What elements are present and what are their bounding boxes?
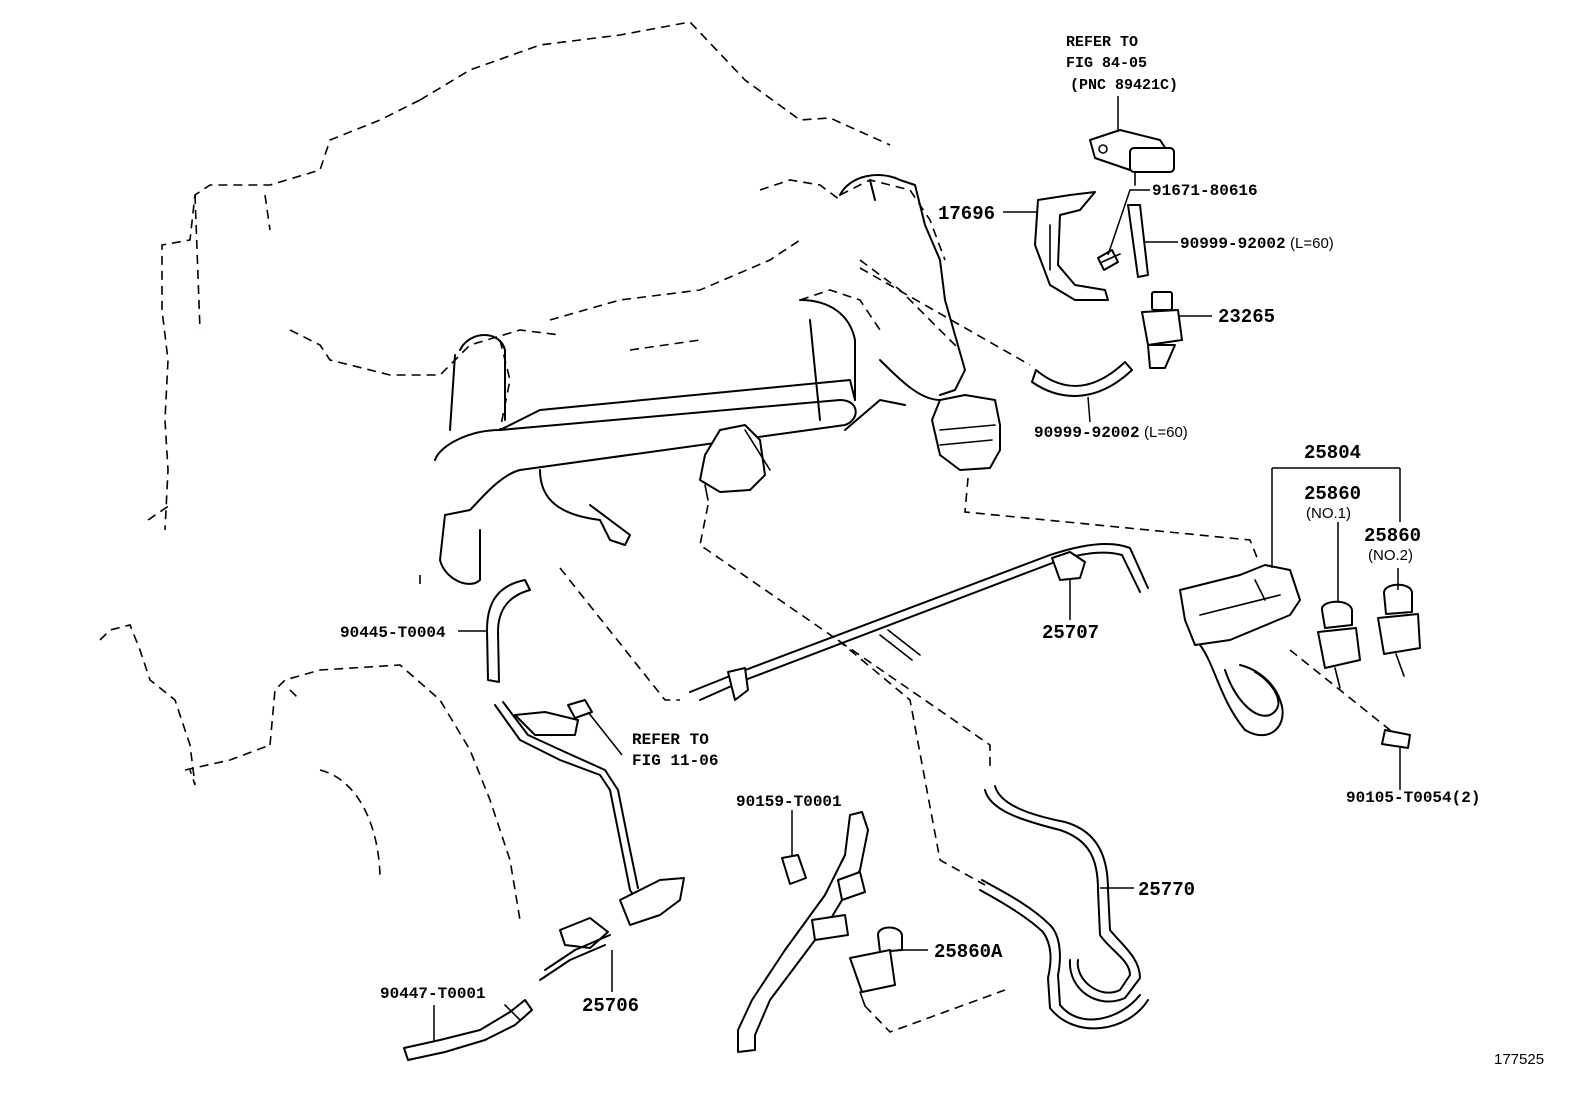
label-refer-fig84-line3: (PNC 89421C) xyxy=(1070,77,1178,94)
label-90999-92002-mid: 90999-92002 xyxy=(1034,424,1140,442)
label-90999-top-length: (L=60) xyxy=(1290,235,1334,252)
vsv-23265 xyxy=(1141,291,1183,369)
hose-90445 xyxy=(486,579,531,683)
label-25860a: 25860A xyxy=(934,941,1003,963)
bracket-25860a-mount xyxy=(737,811,869,1053)
label-refer-fig11-line1: REFER TO xyxy=(632,731,709,749)
egr-actuator-right xyxy=(931,394,1001,471)
engine-outline xyxy=(147,21,961,531)
label-refer-fig84-line2: FIG 84-05 xyxy=(1066,55,1147,72)
label-25706: 25706 xyxy=(582,995,639,1017)
bolt-91671 xyxy=(1097,249,1121,271)
transmission-outline xyxy=(99,575,521,921)
label-25707: 25707 xyxy=(1042,622,1099,644)
label-no2: (NO.2) xyxy=(1368,547,1413,564)
label-90159-t0001: 90159-T0001 xyxy=(736,793,842,811)
label-25804: 25804 xyxy=(1304,442,1361,464)
bolt-90159 xyxy=(781,854,807,885)
label-90447-t0001: 90447-T0001 xyxy=(380,985,486,1003)
vacuum-pipe-25706 xyxy=(494,701,685,981)
label-25860-no1: 25860 xyxy=(1304,483,1361,505)
bracket-17696 xyxy=(1034,191,1109,301)
bolt-refer-fig11 xyxy=(567,699,593,719)
label-90999-mid-length: (L=60) xyxy=(1144,424,1188,441)
label-no1: (NO.1) xyxy=(1306,505,1351,522)
label-90999-92002-top: 90999-92002 xyxy=(1180,235,1286,253)
egr-actuator-left xyxy=(699,424,771,501)
label-23265: 23265 xyxy=(1218,306,1275,328)
label-90105-t0054: 90105-T0054(2) xyxy=(1346,789,1480,807)
label-refer-fig84-line1: REFER TO xyxy=(1066,34,1138,51)
vsv-25860-no1 xyxy=(1317,600,1361,689)
vacuum-pipe-25707 xyxy=(689,543,1149,701)
pressure-sensor-89421c xyxy=(1089,129,1175,186)
bolt-90105 xyxy=(1381,729,1411,749)
label-17696: 17696 xyxy=(938,203,995,225)
label-91671-80616: 91671-80616 xyxy=(1152,182,1258,200)
engine-egr-cooler xyxy=(434,174,966,585)
label-refer-fig11-line2: FIG 11-06 xyxy=(632,752,718,770)
hose-90999-mid xyxy=(1031,361,1133,397)
vsv-bracket-25804 xyxy=(1179,564,1301,737)
label-90445-t0004: 90445-T0004 xyxy=(340,624,446,642)
hose-25770 xyxy=(979,785,1149,1030)
hose-90999-top xyxy=(1127,204,1149,278)
vsv-25860a xyxy=(849,926,903,1007)
hose-90447 xyxy=(403,999,533,1061)
vsv-25860-no2 xyxy=(1377,583,1421,677)
label-25770: 25770 xyxy=(1138,879,1195,901)
labels: REFER TO FIG 84-05 (PNC 89421C) 91671-80… xyxy=(340,34,1544,1068)
label-25860-no2: 25860 xyxy=(1364,525,1421,547)
figure-number: 177525 xyxy=(1494,1051,1544,1068)
